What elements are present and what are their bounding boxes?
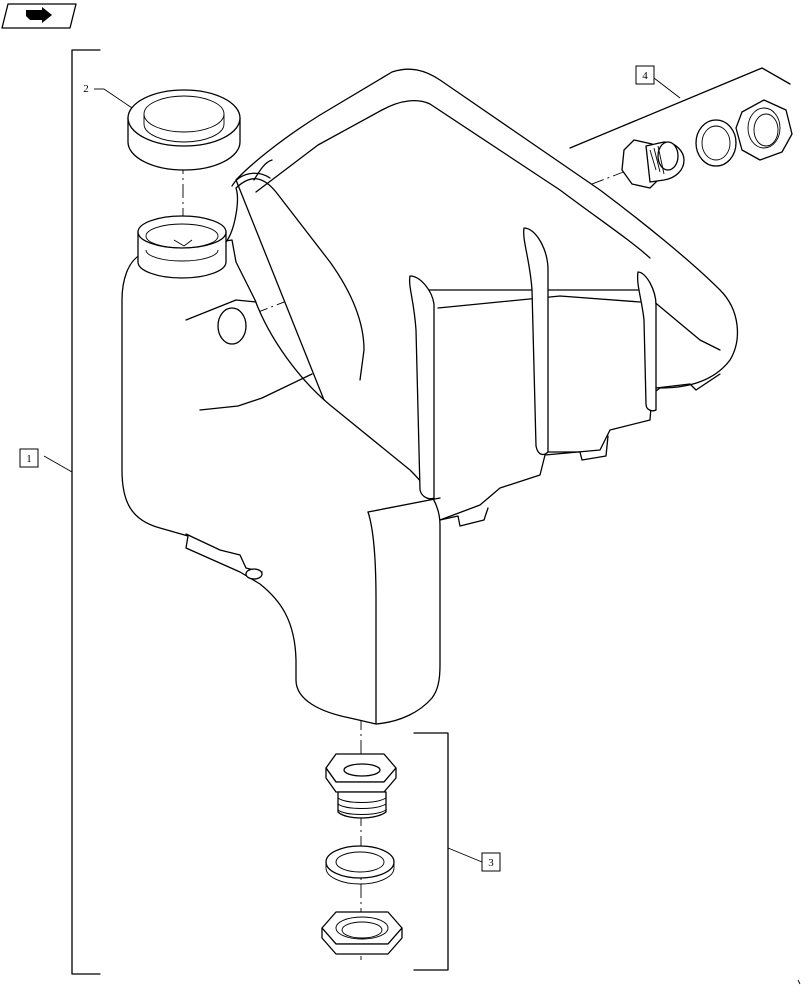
reservoir-tank	[121, 68, 739, 725]
assembly-bracket	[43, 49, 101, 975]
callout-3-label: 3	[488, 857, 494, 869]
callout-4[interactable]: 4	[569, 65, 791, 149]
callout-1[interactable]: 1	[19, 448, 39, 468]
callout-3[interactable]: 3	[413, 732, 501, 971]
callout-4-label: 4	[642, 70, 648, 82]
filler-cap	[127, 89, 241, 171]
drain-group-3	[321, 753, 403, 955]
callout-2-label: 2	[83, 83, 89, 95]
next-page-arrow-icon[interactable]	[1, 3, 77, 29]
callout-1-label: 1	[26, 453, 32, 465]
fitting-group-4	[621, 99, 793, 189]
callout-2[interactable]: 2	[83, 83, 139, 113]
corner-mark	[797, 979, 801, 985]
